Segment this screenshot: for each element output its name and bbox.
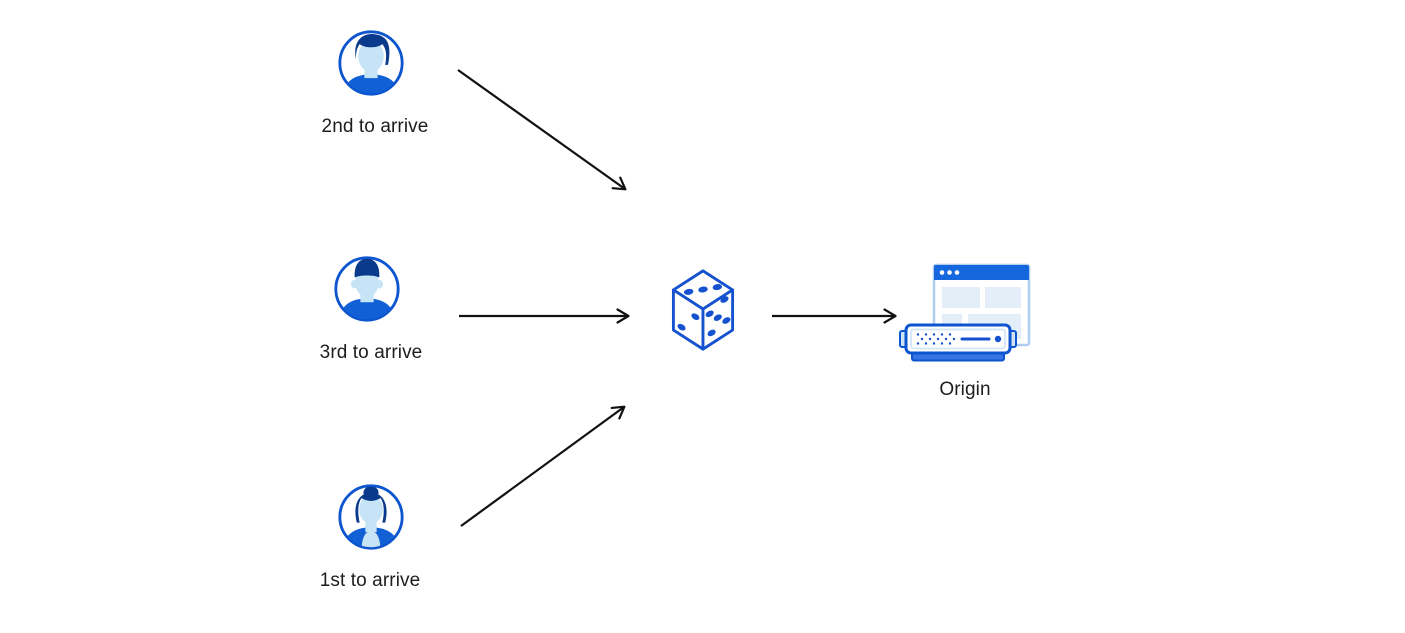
arrow-client2-to-dice <box>457 69 627 191</box>
client-label-3rd: 3rd to arrive <box>319 342 423 363</box>
server-dot-pattern <box>916 333 956 345</box>
dice-icon <box>671 269 735 351</box>
user-avatar-male-swoosh-hair-icon <box>338 30 404 96</box>
origin-server-browser-icon <box>899 263 1031 362</box>
user-avatar-male-short-hair-icon <box>334 256 400 322</box>
user-avatar-female-bun-hair-icon <box>338 484 404 550</box>
origin-node <box>898 263 1033 365</box>
client-label-2nd: 2nd to arrive <box>321 116 429 137</box>
client-node-3rd <box>333 255 401 323</box>
arrow-client1-to-dice <box>460 405 626 527</box>
client-label-1st: 1st to arrive <box>319 570 421 591</box>
client-node-1st <box>337 483 405 551</box>
origin-label: Origin <box>939 379 991 400</box>
client-node-2nd <box>337 29 405 97</box>
randomizer-node <box>668 268 738 352</box>
